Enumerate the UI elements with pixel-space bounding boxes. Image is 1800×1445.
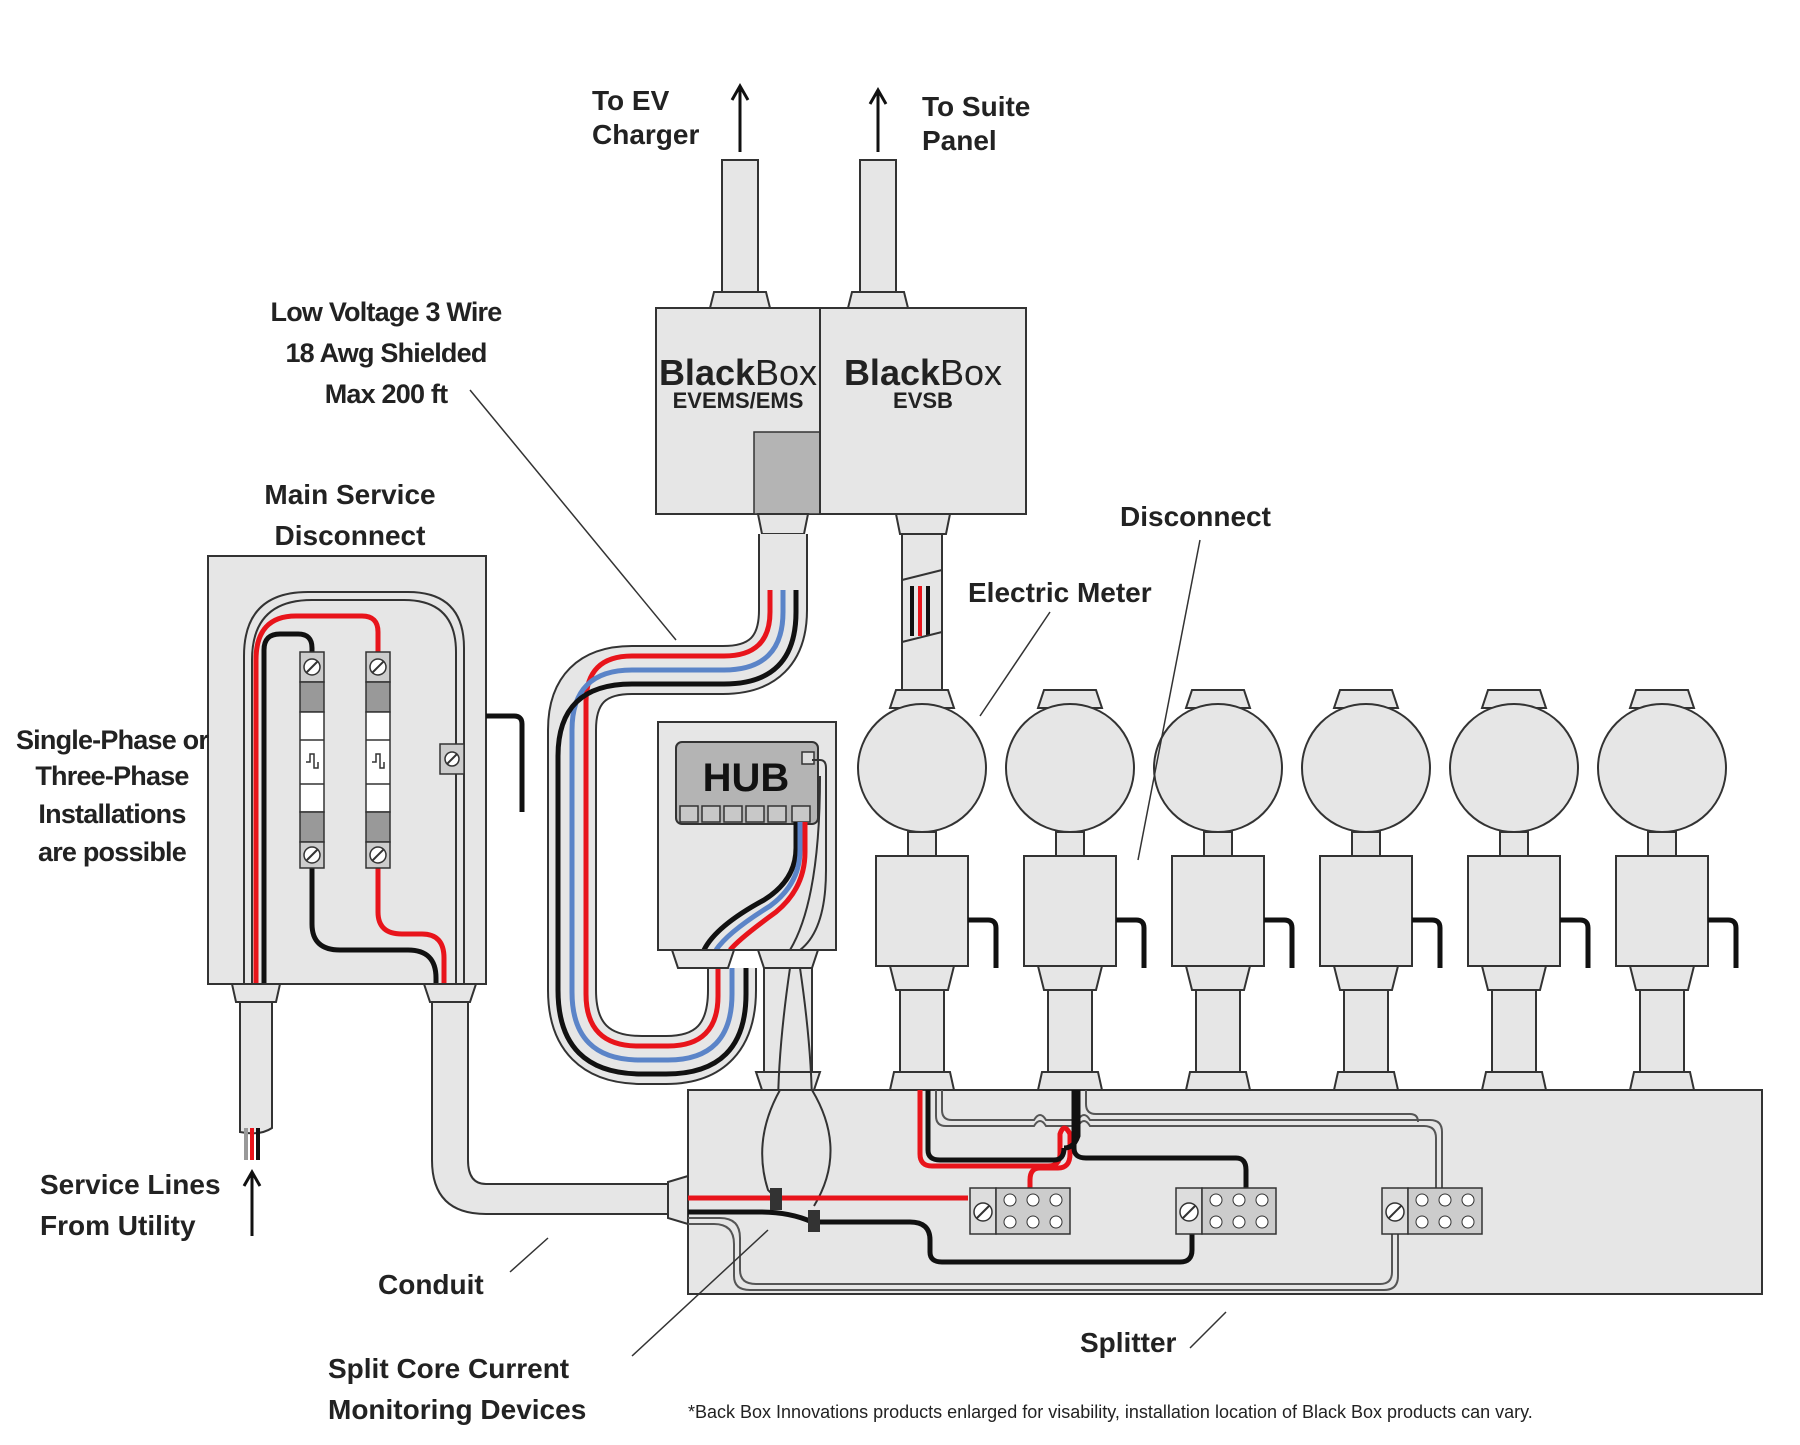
- footnote: *Back Box Innovations products enlarged …: [688, 1402, 1533, 1422]
- leader-disconnect: [1137, 539, 1201, 861]
- meter-disconnect-5: [1449, 689, 1591, 1091]
- service-entrance-pipe: [239, 1001, 273, 1135]
- meter-disconnect-1: [857, 689, 999, 1091]
- meter-disconnect-4: [1301, 689, 1443, 1091]
- terminal-block-3: [1381, 1187, 1483, 1235]
- evsb-box: [819, 307, 1027, 515]
- label-conduit: Conduit: [378, 1269, 484, 1300]
- label-splitter: Splitter: [1080, 1327, 1177, 1358]
- meter-disconnect-6: [1597, 689, 1739, 1091]
- evems-port: [753, 431, 821, 515]
- leader-split-core: [631, 1229, 769, 1357]
- conduit-to-suite: [846, 159, 910, 309]
- hub-ports: [679, 805, 811, 823]
- label-disconnect: Disconnect: [1120, 501, 1271, 532]
- evems-brand: BlackBox: [659, 352, 817, 393]
- low-voltage-cable: [547, 534, 808, 1085]
- leader-conduit: [509, 1237, 549, 1273]
- fuse-right: [365, 651, 391, 869]
- meter-disconnect-3: [1153, 689, 1295, 1091]
- terminal-block-1: [969, 1187, 1071, 1235]
- leader-electric-meter: [979, 611, 1051, 717]
- ct-clamp-1: [770, 1188, 782, 1210]
- hub-module: [675, 741, 819, 825]
- arrow-up-suite-icon: [868, 86, 888, 152]
- arrow-up-service-icon: [242, 1168, 262, 1236]
- leader-splitter: [1189, 1311, 1227, 1349]
- conduit-pipe: [431, 1001, 669, 1215]
- label-electric-meter: Electric Meter: [968, 577, 1152, 608]
- ct-clamp-2: [808, 1210, 820, 1232]
- evsb-brand: BlackBox: [844, 352, 1002, 393]
- arrow-up-ev-icon: [730, 82, 750, 152]
- hub-label: HUB: [703, 756, 790, 800]
- fuse-left: [299, 651, 325, 869]
- evems-model: EVEMS/EMS: [673, 388, 804, 413]
- evsb-model: EVSB: [893, 388, 953, 413]
- leader-low-voltage: [469, 389, 677, 641]
- conduit-to-ev: [708, 159, 772, 309]
- meter-disconnect-2: [1005, 689, 1147, 1091]
- terminal-block-2: [1175, 1187, 1277, 1235]
